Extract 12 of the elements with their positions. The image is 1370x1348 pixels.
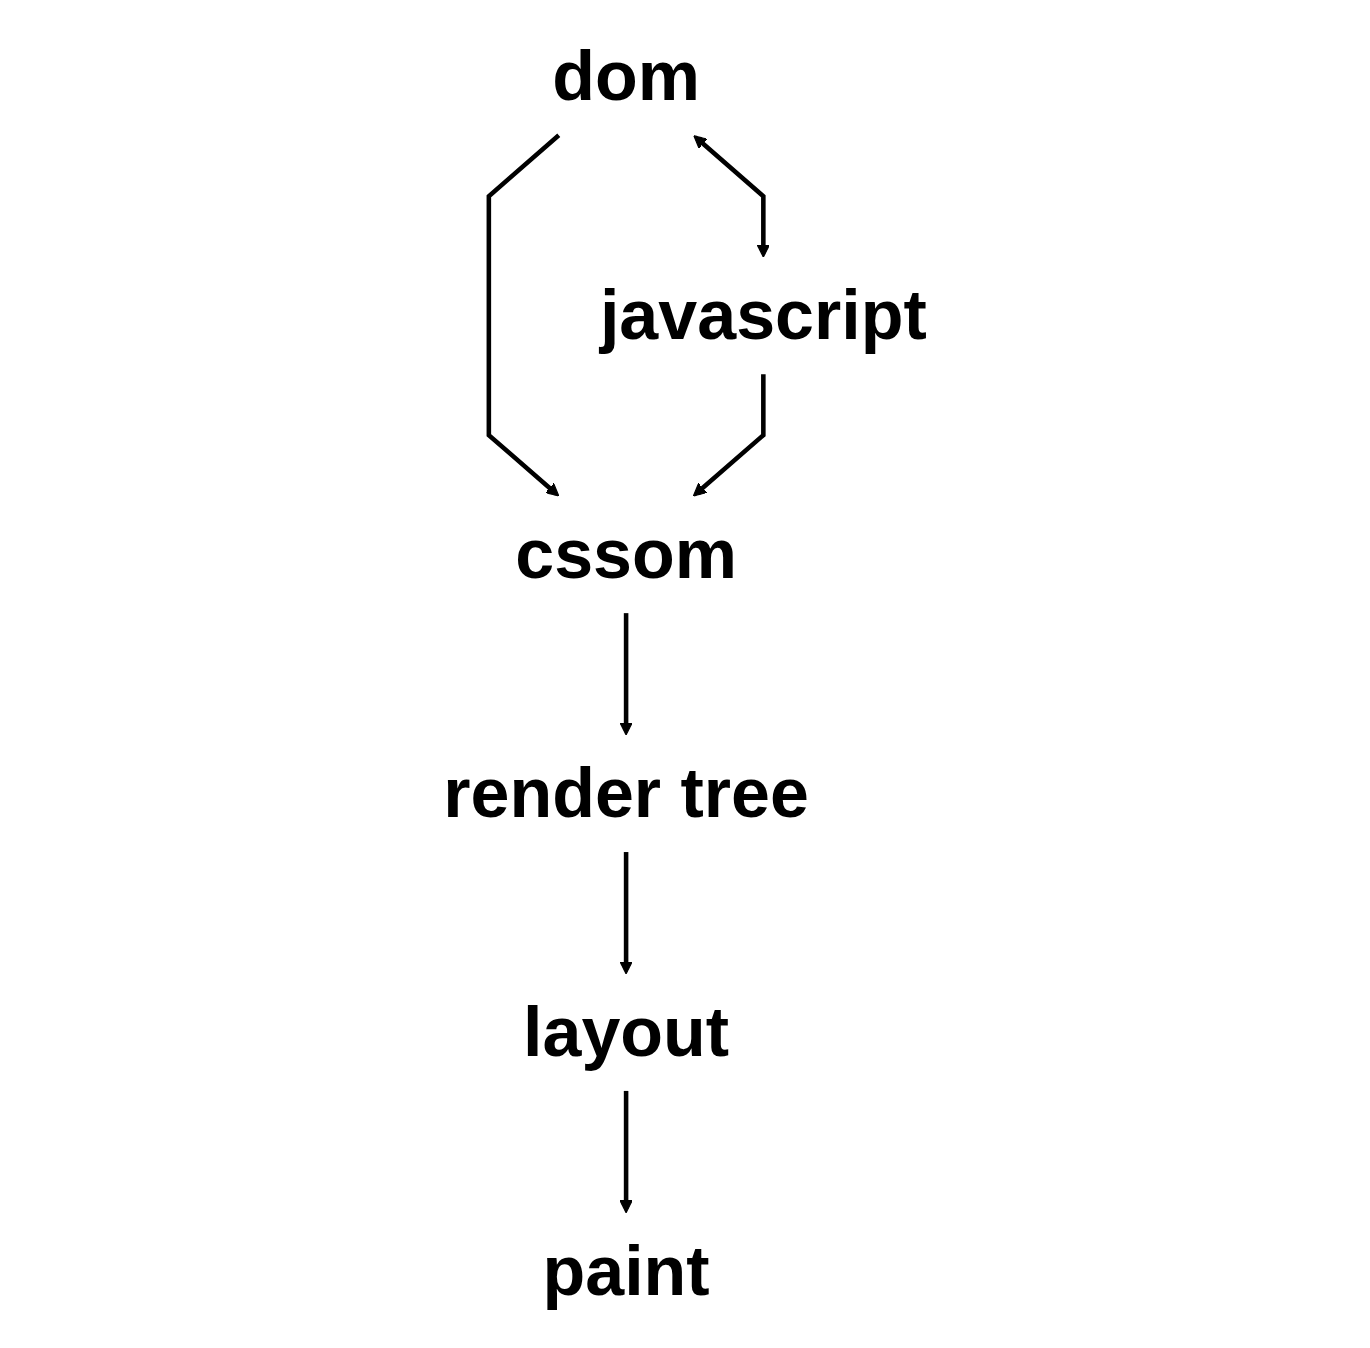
stage-label: cssom [515, 514, 737, 594]
stage-label: layout [523, 992, 730, 1072]
arrow [619, 852, 633, 975]
arrow [692, 374, 766, 497]
stage-label: render tree [443, 753, 809, 833]
arrow [486, 133, 561, 497]
stage-label: dom [552, 36, 700, 116]
stage-label: javascript [599, 275, 927, 355]
arrow [693, 135, 771, 258]
arrow [619, 1090, 633, 1214]
stage-label: paint [542, 1230, 710, 1311]
arrow [619, 613, 633, 736]
